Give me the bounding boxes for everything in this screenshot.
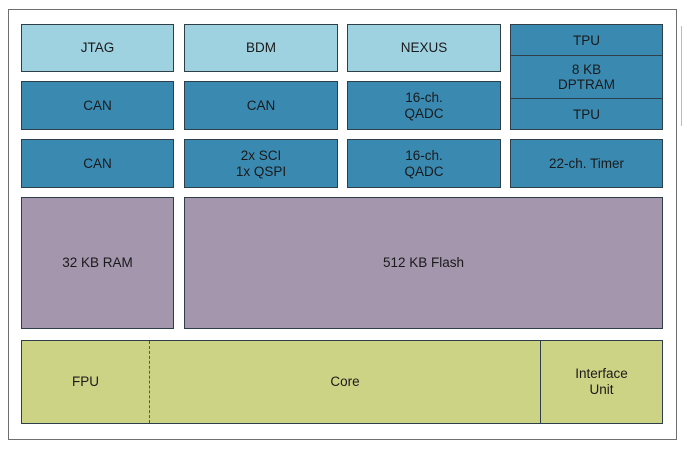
jtag-block: JTAG [21,24,174,72]
page-edge-line [681,26,682,126]
timer-block: 22-ch. Timer [510,139,663,188]
can-block-2: CAN [184,81,338,130]
interface-unit-block: Interface Unit [540,341,662,423]
bdm-block: BDM [184,24,338,72]
sci-qspi-block: 2x SCI 1x QSPI [184,139,338,188]
nexus-block: NEXUS [347,24,501,72]
can-block-3: CAN [21,139,174,188]
cpu-block: FPU Core Interface Unit [21,340,663,424]
tpu-group: TPU 8 KB DPTRAM TPU [510,24,663,130]
tpu-bottom-block: TPU [573,106,600,122]
can-block-1: CAN [21,81,174,130]
fpu-block: FPU [22,341,150,423]
ram-block: 32 KB RAM [21,197,174,329]
dptram-block: 8 KB DPTRAM [511,56,662,99]
flash-block: 512 KB Flash [184,197,663,329]
core-block: Core [330,374,360,389]
qadc-block-2: 16-ch. QADC [347,139,501,188]
qadc-block-1: 16-ch. QADC [347,81,501,130]
tpu-top-block: TPU [511,25,662,56]
